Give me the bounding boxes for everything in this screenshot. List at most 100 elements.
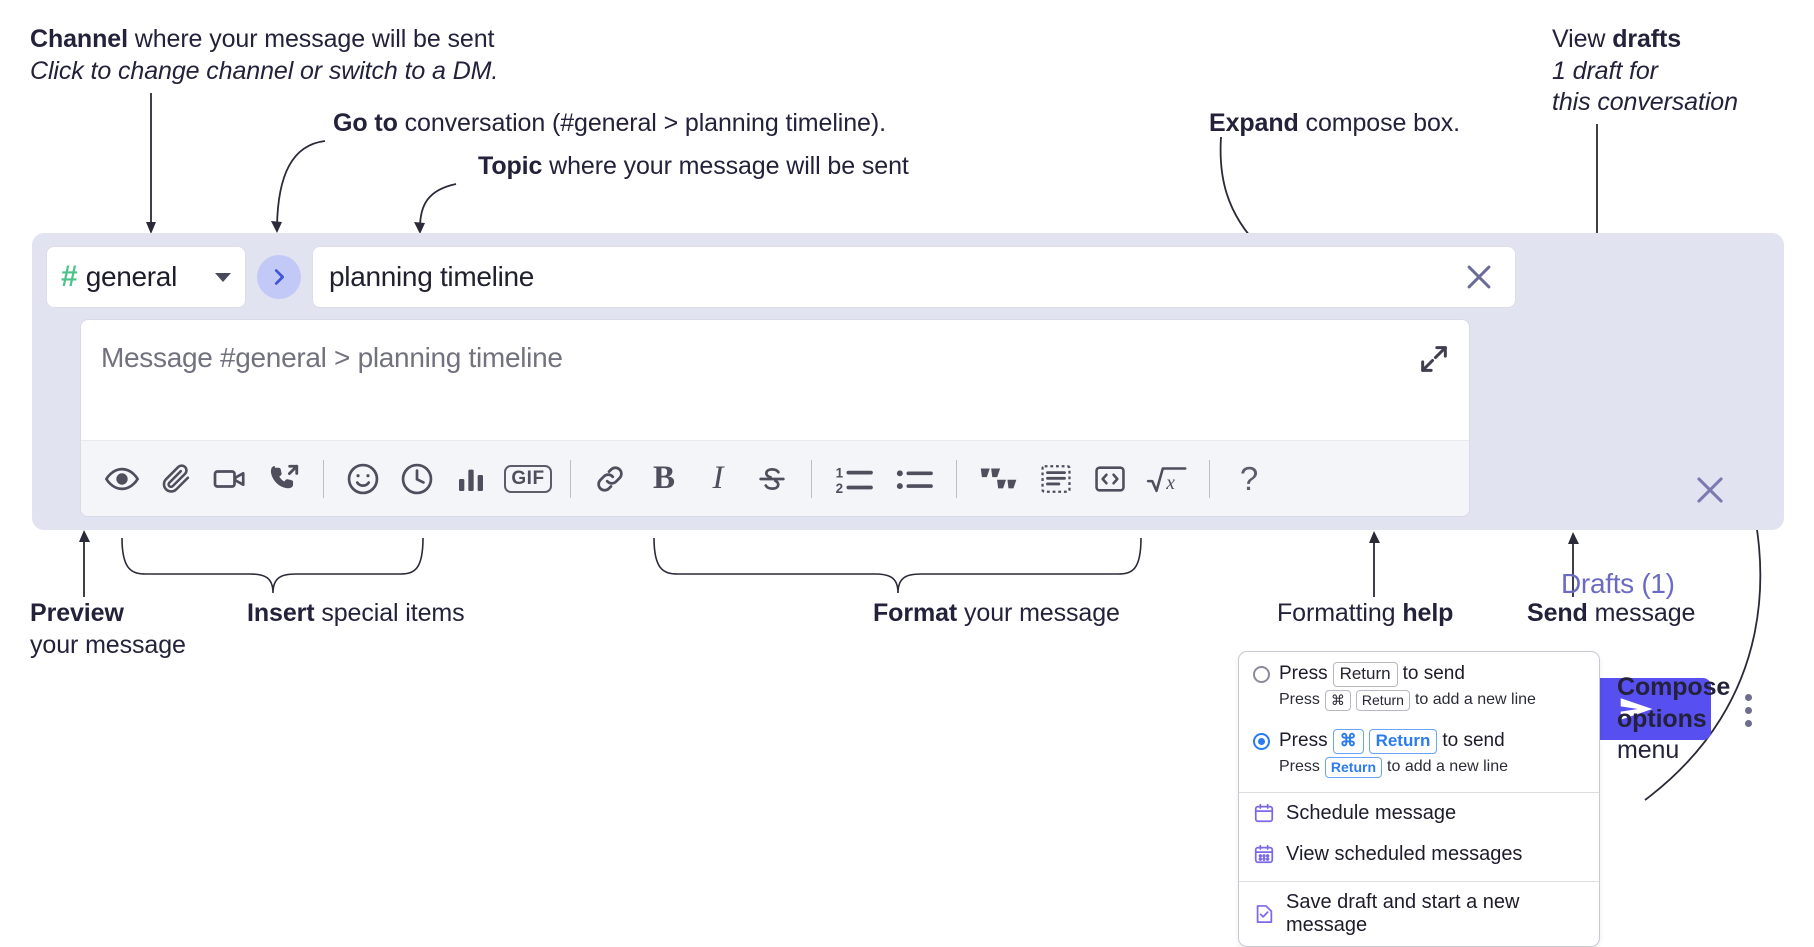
radio-return[interactable] xyxy=(1253,666,1270,683)
poll-icon[interactable] xyxy=(444,452,498,506)
formatting-toolbar: GIF B I 1 2 xyxy=(81,440,1469,516)
annotation-send: Send message xyxy=(1527,598,1695,630)
gif-icon[interactable]: GIF xyxy=(498,452,558,506)
annotation-insert-bold: Insert xyxy=(247,599,315,627)
kebab-dot xyxy=(1744,693,1752,701)
hash-icon: # xyxy=(61,260,78,293)
toolbar-separator xyxy=(323,459,324,498)
compose-panel: # general planning timeline Message #gen… xyxy=(32,233,1784,740)
opt1-sub-key-return: Return xyxy=(1355,689,1410,711)
attachment-icon[interactable] xyxy=(149,452,203,506)
chevron-down-icon xyxy=(215,272,231,282)
send-icon xyxy=(1620,698,1653,720)
menu-divider xyxy=(1239,791,1599,793)
annotation-help: Formatting help xyxy=(1277,598,1453,630)
video-icon[interactable] xyxy=(203,452,257,506)
inline-code-icon[interactable] xyxy=(1083,452,1137,506)
math-icon[interactable]: x xyxy=(1137,452,1197,506)
opt2-sub-post: to add a new line xyxy=(1387,758,1509,776)
annotation-channel-italic: Click to change channel or switch to a D… xyxy=(30,56,499,85)
annotation-drafts-italic1: 1 draft for xyxy=(1552,56,1658,85)
annotation-channel: Channel where your message will be sent … xyxy=(30,24,498,87)
send-option-cmd-return-sub: Press Return to add a new line xyxy=(1239,754,1599,786)
blockquote-icon[interactable] xyxy=(969,452,1029,506)
opt1-key-return: Return xyxy=(1332,662,1398,687)
message-placeholder: Message #general > planning timeline xyxy=(101,342,563,373)
annotation-send-rest: message xyxy=(1587,599,1696,627)
clock-icon[interactable] xyxy=(390,452,444,506)
opt1-sub-post: to add a new line xyxy=(1414,691,1536,709)
opt1-sub-pre: Press xyxy=(1279,691,1320,709)
close-compose-button[interactable] xyxy=(1688,468,1732,512)
svg-text:x: x xyxy=(1165,472,1175,493)
menu-item-save-draft[interactable]: Save draft and start a new message xyxy=(1239,882,1599,946)
bold-label: B xyxy=(652,460,675,496)
toolbar-separator xyxy=(956,459,957,498)
save-draft-icon xyxy=(1256,904,1273,923)
annotation-insert-rest: special items xyxy=(314,599,465,627)
chevron-right-icon xyxy=(274,269,285,285)
annotation-insert: Insert special items xyxy=(247,598,465,630)
opt2-key-return: Return xyxy=(1368,728,1438,754)
annotation-format-rest: your message xyxy=(957,599,1120,627)
menu-item-label: Save draft and start a new message xyxy=(1286,890,1520,936)
annotation-topic-rest: where your message will be sent xyxy=(542,152,909,180)
kebab-dot xyxy=(1744,719,1752,727)
annotation-expand-rest: compose box. xyxy=(1298,109,1461,137)
drafts-link[interactable]: Drafts (1) xyxy=(1561,568,1675,599)
topic-value: planning timeline xyxy=(329,261,535,292)
annotation-help-bold: help xyxy=(1402,599,1454,627)
preview-icon[interactable] xyxy=(95,452,149,506)
opt2-sub-key-return: Return xyxy=(1324,756,1383,778)
annotation-goto-rest: conversation (#general > planning timeli… xyxy=(397,109,886,137)
opt2-key-cmd: ⌘ xyxy=(1332,728,1364,754)
go-to-conversation-button[interactable] xyxy=(257,255,301,299)
clear-topic-button[interactable] xyxy=(1459,257,1499,297)
annotation-expand: Expand compose box. xyxy=(1209,108,1460,140)
channel-selector-button[interactable]: # general xyxy=(46,246,246,308)
emoji-icon[interactable] xyxy=(336,452,390,506)
annotation-compose-menu: Compose options menu xyxy=(1617,672,1730,767)
gif-label: GIF xyxy=(504,464,552,493)
italic-icon[interactable]: I xyxy=(691,452,745,506)
call-forward-icon[interactable] xyxy=(257,452,311,506)
toolbar-separator xyxy=(811,459,812,498)
compose-header-row: # general planning timeline xyxy=(46,246,1516,308)
topic-input[interactable]: planning timeline xyxy=(312,246,1516,308)
send-option-cmd-return[interactable]: Press ⌘ Return to send xyxy=(1239,719,1599,754)
annotation-drafts-plain: View xyxy=(1552,25,1613,53)
help-icon[interactable]: ? xyxy=(1222,452,1276,506)
italic-label: I xyxy=(712,460,724,496)
opt2-sub-pre: Press xyxy=(1279,758,1320,776)
annotation-topic-bold: Topic xyxy=(478,152,543,180)
strikethrough-icon[interactable] xyxy=(745,452,799,506)
radio-cmd-return[interactable] xyxy=(1253,732,1270,750)
toolbar-separator xyxy=(1209,459,1210,498)
help-label: ? xyxy=(1239,459,1259,497)
annotation-channel-bold: Channel xyxy=(30,25,128,53)
menu-item-schedule-message[interactable]: Schedule message xyxy=(1239,793,1599,834)
annotation-compose-bold1: Compose xyxy=(1617,673,1731,701)
annotation-preview-rest: your message xyxy=(30,630,186,659)
toolbar-separator xyxy=(570,459,571,498)
annotation-preview: Preview your message xyxy=(30,598,186,661)
bold-icon[interactable]: B xyxy=(637,452,691,506)
annotation-channel-rest: where your message will be sent xyxy=(127,25,495,53)
annotation-help-plain: Formatting xyxy=(1277,599,1403,627)
expand-compose-button[interactable] xyxy=(1417,342,1451,376)
annotation-topic: Topic where your message will be sent xyxy=(478,151,909,183)
annotation-send-bold: Send xyxy=(1527,599,1588,627)
svg-text:1: 1 xyxy=(836,465,844,480)
menu-item-view-scheduled-messages[interactable]: View scheduled messages xyxy=(1239,834,1599,875)
bullet-list-icon[interactable] xyxy=(884,452,944,506)
annotation-format-bold: Format xyxy=(873,599,958,627)
opt1-sub-key-cmd: ⌘ xyxy=(1324,689,1351,711)
code-block-icon[interactable] xyxy=(1029,452,1083,506)
message-input-box[interactable]: Message #general > planning timeline xyxy=(80,319,1470,517)
annotation-drafts-bold: drafts xyxy=(1612,25,1682,53)
link-icon[interactable] xyxy=(583,452,637,506)
opt1-post: to send xyxy=(1402,663,1465,685)
send-option-return[interactable]: Press Return to send xyxy=(1239,652,1599,687)
compose-options-button[interactable] xyxy=(1731,688,1765,732)
ordered-list-icon[interactable]: 1 2 xyxy=(824,452,884,506)
